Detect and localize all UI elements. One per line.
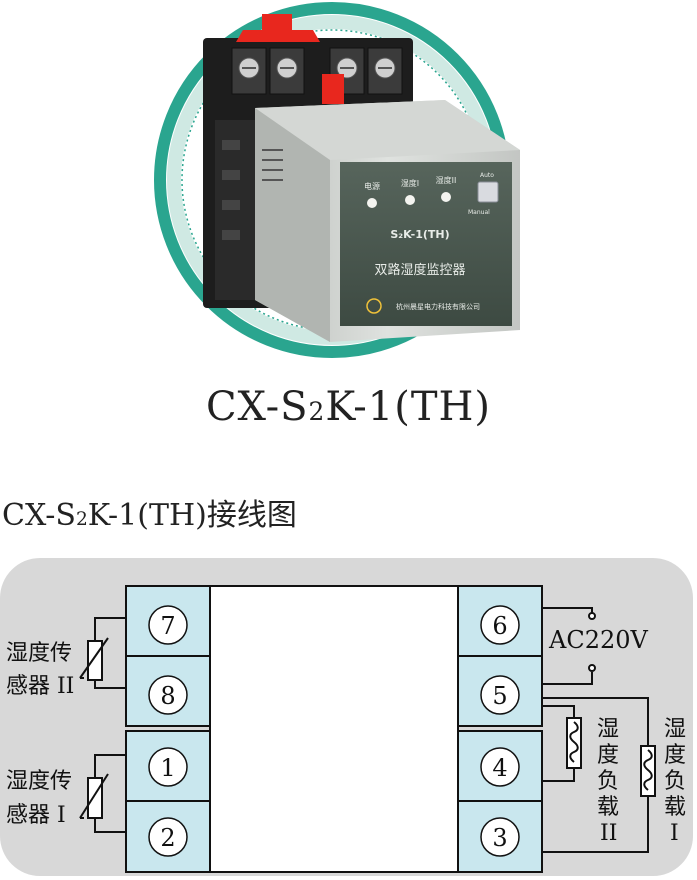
sensor2-label-line1: 湿度传 — [6, 641, 72, 666]
right-terminal-strip — [457, 585, 543, 873]
led-label-humidity2: 湿度II — [436, 175, 457, 185]
sensor1-label-line1: 湿度传 — [6, 769, 72, 794]
svg-text:6: 6 — [492, 612, 507, 640]
manual-label: Manual — [468, 209, 490, 216]
svg-text:湿: 湿 — [597, 717, 619, 742]
terminal-1: 1 — [148, 747, 188, 787]
sensor2-label-line2: 感器 II — [6, 674, 74, 699]
power-wiring — [542, 607, 596, 685]
load2-wiring — [542, 705, 582, 782]
auto-label: Auto — [480, 172, 494, 179]
front-panel: 电源 湿度I 湿度II Auto Manual S₂K-1(TH) 双路湿度监控… — [340, 162, 512, 326]
terminal-3: 3 — [480, 817, 520, 857]
device-model: S₂K-1(TH) — [390, 228, 449, 241]
sensor2-wiring — [79, 617, 126, 689]
terminal-6: 6 — [480, 605, 520, 645]
load1-label: 湿 度 负 载 I — [664, 717, 686, 846]
terminal-7: 7 — [148, 605, 188, 645]
svg-text:8: 8 — [160, 682, 175, 710]
humidity2-led — [441, 192, 451, 202]
auto-manual-button[interactable] — [477, 181, 499, 203]
product-photo: 电源 湿度I 湿度II Auto Manual S₂K-1(TH) 双路湿度监控… — [154, 2, 520, 358]
terminal-2: 2 — [148, 817, 188, 857]
power-label: AC220V — [548, 626, 649, 654]
led-label-humidity1: 湿度I — [401, 178, 419, 188]
company-name: 杭州晨星电力科技有限公司 — [396, 302, 480, 311]
terminal-4: 4 — [480, 747, 520, 787]
svg-text:载: 载 — [664, 795, 686, 820]
svg-text:II: II — [600, 821, 617, 846]
humidity1-led — [405, 195, 415, 205]
sensor1-wiring — [79, 754, 126, 833]
sensor1-label-line2: 感器 I — [6, 803, 66, 828]
wiring-diagram: 7 8 1 2 6 5 4 3 湿度传 感器 II — [0, 558, 693, 876]
led-label-power: 电源 — [364, 181, 380, 191]
svg-text:7: 7 — [160, 612, 175, 640]
load2-label: 湿 度 负 载 II — [597, 717, 619, 846]
product-title: CX-S2K-1(TH) — [205, 384, 492, 430]
svg-text:度: 度 — [664, 743, 686, 768]
terminal-5: 5 — [480, 675, 520, 715]
svg-text:2: 2 — [160, 824, 175, 852]
device-name: 双路湿度监控器 — [374, 262, 465, 278]
power-led — [367, 198, 377, 208]
svg-text:度: 度 — [597, 743, 619, 768]
svg-text:5: 5 — [492, 682, 507, 710]
svg-text:I: I — [670, 821, 679, 846]
svg-text:负: 负 — [664, 769, 686, 794]
svg-text:负: 负 — [597, 769, 619, 794]
wiring-diagram-title: CX-S2K-1(TH)接线图 — [2, 498, 297, 533]
svg-text:1: 1 — [160, 754, 175, 782]
company-logo-icon — [366, 298, 382, 314]
svg-text:载: 载 — [597, 795, 619, 820]
load1-wiring — [542, 697, 656, 853]
controller-body — [209, 585, 459, 873]
red-clip — [236, 14, 344, 104]
svg-text:湿: 湿 — [664, 717, 686, 742]
svg-text:4: 4 — [492, 754, 507, 782]
terminal-8: 8 — [148, 675, 188, 715]
svg-text:3: 3 — [492, 824, 507, 852]
